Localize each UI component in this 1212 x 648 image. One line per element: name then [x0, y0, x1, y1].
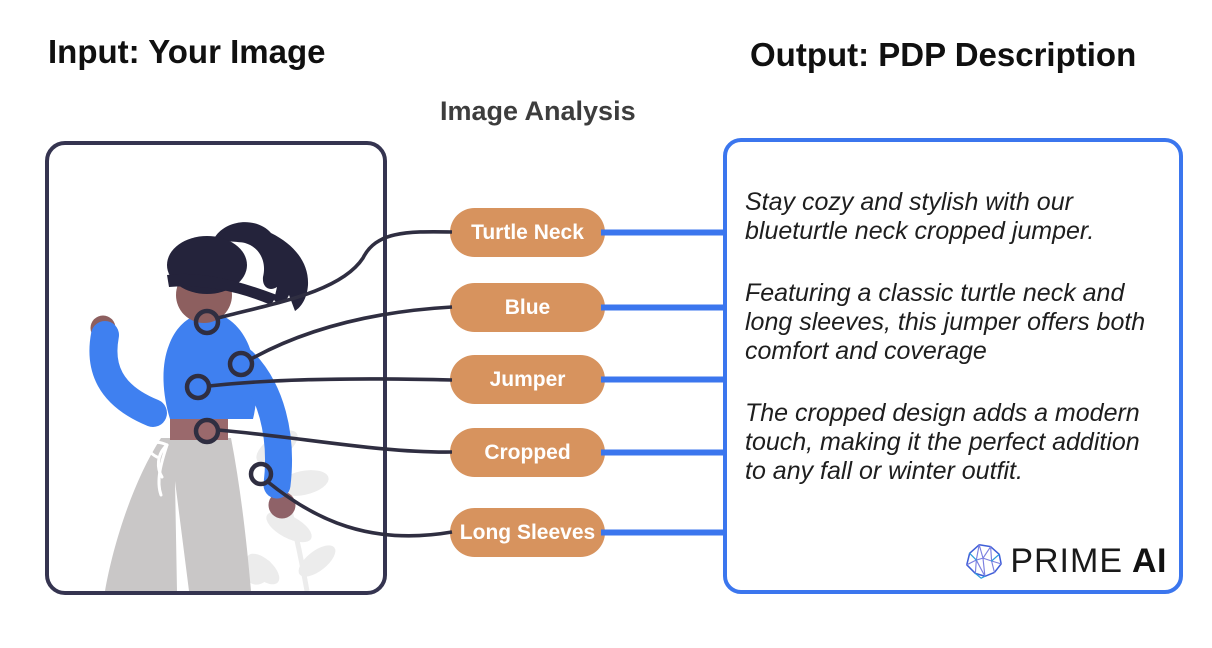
tag-to-output-links [601, 229, 727, 536]
tag-pill-blue: Blue [450, 283, 605, 332]
tag-label: Blue [504, 295, 551, 319]
tag-pill-jumper: Jumper [450, 355, 605, 404]
person-illustration [89, 222, 336, 591]
tag-pill-long-sleeves: Long Sleeves [450, 508, 605, 557]
tag-label: Jumper [489, 367, 566, 391]
raised-sleeve [89, 321, 167, 427]
input-section-title: Input: Your Image [48, 33, 326, 70]
tag-label: Long Sleeves [459, 520, 596, 544]
description-paragraph: The cropped design adds a modern touch, … [745, 399, 1140, 485]
input-image-frame [45, 141, 387, 595]
description-paragraph: Featuring a classic turtle neck and long… [745, 279, 1146, 365]
prime-ai-logo: PRIME AI [960, 540, 1167, 582]
image-analysis-title: Image Analysis [440, 96, 636, 126]
drawstring [147, 440, 169, 497]
brand-name: PRIME [1010, 541, 1123, 580]
hanging-sleeve [229, 347, 293, 499]
output-section-title: Output: PDP Description [750, 36, 1137, 73]
head [167, 222, 309, 323]
tag-pill-cropped: Cropped [450, 428, 605, 477]
brain-icon [966, 544, 1003, 579]
tag-pill-turtle-neck: Turtle Neck [450, 208, 605, 257]
trousers [105, 438, 251, 591]
tag-label: Cropped [484, 440, 571, 464]
tag-label: Turtle Neck [471, 220, 584, 244]
description-paragraph: Stay cozy and stylish with our blueturtl… [745, 188, 1095, 245]
brand-suffix: AI [1132, 541, 1167, 580]
output-description-box: Stay cozy and stylish with our blueturtl… [723, 138, 1183, 594]
